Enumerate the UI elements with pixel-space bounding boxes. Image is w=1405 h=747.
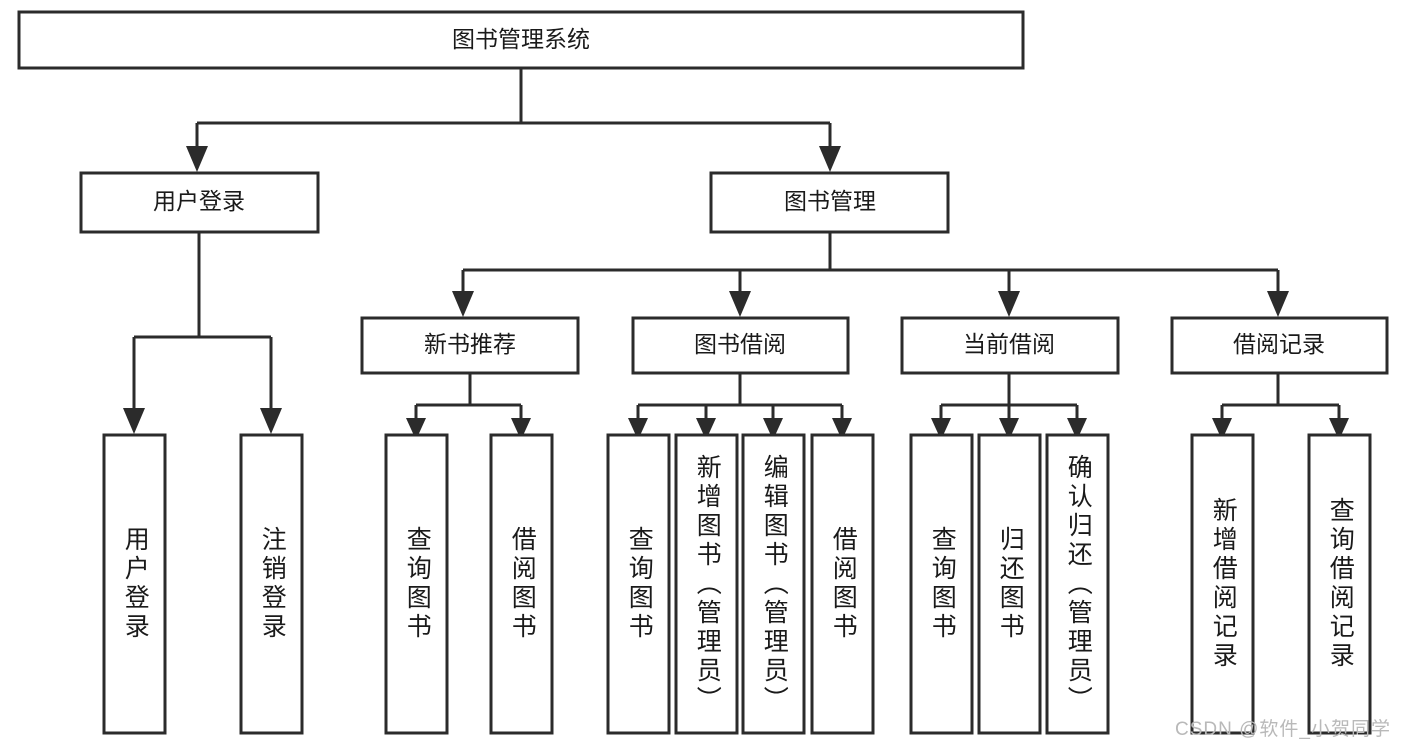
node-leaf-borrow-book-1-box[interactable]	[489, 433, 554, 735]
node-book-management-box[interactable]	[709, 171, 950, 234]
node-leaf-query-book-1-box[interactable]	[384, 433, 449, 735]
arrowhead-leaf-return-book	[999, 418, 1019, 440]
node-book-management[interactable]: 图书管理	[709, 171, 950, 234]
node-book-management-label: 图书管理	[784, 188, 876, 214]
node-current-borrow-label: 当前借阅	[963, 331, 1055, 357]
arrowhead-leaf-confirm-return	[1067, 418, 1087, 440]
node-leaf-confirm-return-box[interactable]	[1045, 433, 1110, 735]
node-book-borrow[interactable]: 图书借阅	[631, 316, 850, 375]
node-borrow-record[interactable]: 借阅记录	[1170, 316, 1389, 375]
node-leaf-query-record-box[interactable]	[1307, 433, 1372, 735]
arrowhead-leaf-borrow-book-2	[832, 418, 852, 440]
node-borrow-record-box[interactable]	[1170, 316, 1389, 375]
node-book-borrow-label: 图书借阅	[694, 331, 786, 357]
arrowhead-new-book-recommend	[452, 291, 474, 317]
node-user-login[interactable]: 用户登录	[79, 171, 320, 234]
node-leaf-add-book-box[interactable]	[674, 433, 739, 735]
node-borrow-record-label: 借阅记录	[1233, 331, 1325, 357]
arrowhead-current-borrow	[998, 291, 1020, 317]
arrowhead-leaf-query-record	[1329, 418, 1349, 440]
arrowhead-book-borrow	[729, 291, 751, 317]
node-new-book-recommend[interactable]: 新书推荐	[360, 316, 580, 375]
arrowhead-leaf-add-book	[696, 418, 716, 440]
csdn-watermark: CSDN @软件_小贺同学	[1175, 719, 1391, 740]
arrowhead-book-management	[819, 146, 841, 172]
arrowhead-leaf-borrow-book-1	[511, 418, 531, 440]
node-current-borrow-box[interactable]	[900, 316, 1120, 375]
node-root-box[interactable]	[17, 10, 1025, 70]
arrowhead-layer	[123, 146, 1349, 440]
node-leaf-user-login-box[interactable]	[102, 433, 167, 735]
node-leaf-edit-book-box[interactable]	[741, 433, 806, 735]
arrowhead-user-login	[186, 146, 208, 172]
node-current-borrow[interactable]: 当前借阅	[900, 316, 1120, 375]
node-new-book-recommend-box[interactable]	[360, 316, 580, 375]
node-root[interactable]: 图书管理系统	[17, 10, 1025, 70]
node-leaf-user-logout-box[interactable]	[239, 433, 304, 735]
node-book-borrow-box[interactable]	[631, 316, 850, 375]
arrowhead-leaf-user-login	[123, 408, 145, 434]
arrowhead-leaf-query-book-2	[628, 418, 648, 440]
node-leaf-query-book-3-box[interactable]	[909, 433, 974, 735]
arrowhead-leaf-edit-book	[763, 418, 783, 440]
leaf-box-layer	[102, 433, 1372, 735]
arrowhead-leaf-add-record	[1212, 418, 1232, 440]
arrowhead-borrow-record	[1267, 291, 1289, 317]
node-leaf-borrow-book-2-box[interactable]	[810, 433, 875, 735]
node-leaf-query-book-2-box[interactable]	[606, 433, 671, 735]
connector-layer	[132, 68, 1341, 418]
arrowhead-leaf-query-book-3	[931, 418, 951, 440]
node-new-book-recommend-label: 新书推荐	[424, 331, 516, 357]
node-root-label: 图书管理系统	[452, 26, 590, 52]
node-user-login-box[interactable]	[79, 171, 320, 234]
arrowhead-leaf-user-logout	[260, 408, 282, 434]
node-user-login-label: 用户登录	[153, 188, 245, 214]
arrowhead-leaf-query-book-1	[406, 418, 426, 440]
node-leaf-add-record-box[interactable]	[1190, 433, 1255, 735]
node-leaf-return-book-box[interactable]	[977, 433, 1042, 735]
